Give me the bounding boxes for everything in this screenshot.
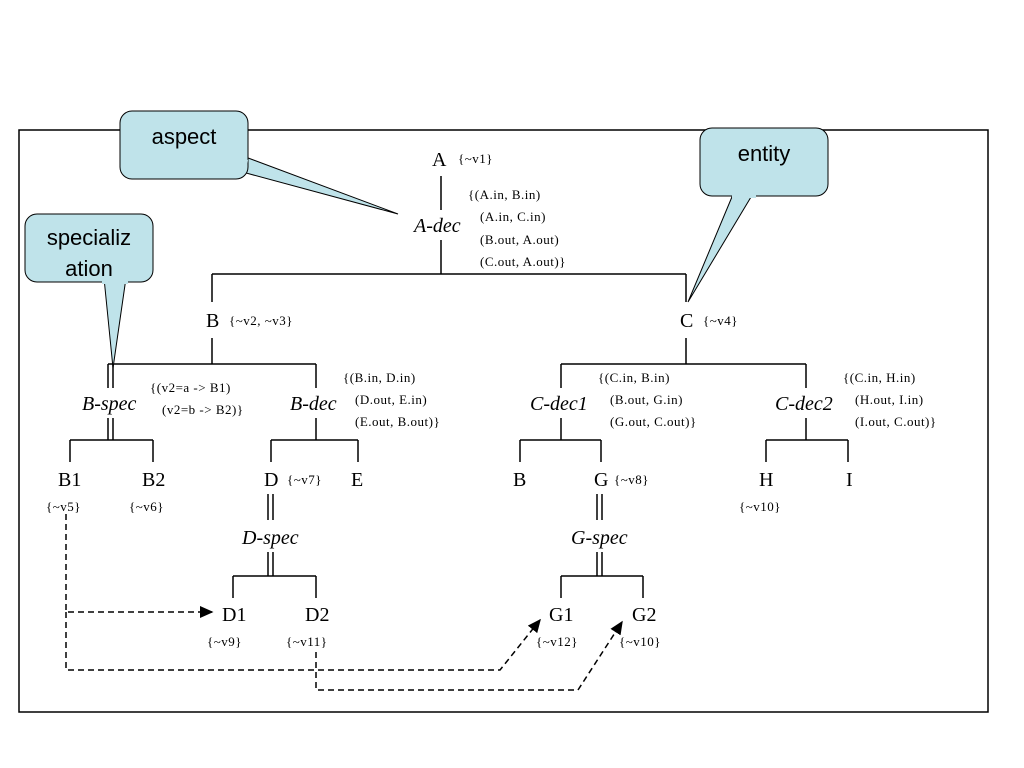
arrow-b1-to-d1 <box>65 514 214 618</box>
node-h-var: {~v10} <box>739 499 781 514</box>
callout-entity: entity <box>687 127 829 303</box>
c-dec1-coupling-2: (B.out, G.in) <box>610 392 683 407</box>
tree-lines <box>69 176 849 598</box>
node-b2-var: {~v6} <box>129 499 164 514</box>
node-b2: B2 <box>142 469 165 491</box>
node-b-var: {~v2, ~v3} <box>229 313 293 328</box>
callout-specialization-line2: ation <box>65 256 113 281</box>
node-g-spec: G-spec <box>571 527 628 549</box>
node-b: B <box>206 310 219 332</box>
node-a-var: {~v1} <box>458 151 493 166</box>
node-d1-var: {~v9} <box>207 634 242 649</box>
node-g2: G2 <box>632 604 656 626</box>
node-g1-var: {~v12} <box>536 634 578 649</box>
a-dec-coupling-4: (C.out, A.out)} <box>480 254 566 269</box>
c-dec2-coupling-1: {(C.in, H.in) <box>843 370 916 385</box>
node-d2-var: {~v11} <box>286 634 328 649</box>
node-b-spec: B-spec <box>82 393 137 415</box>
a-dec-coupling-1: {(A.in, B.in) <box>468 187 541 202</box>
b-dec-coupling-3: (E.out, B.out)} <box>355 414 440 429</box>
node-g: G <box>594 469 608 491</box>
node-g1: G1 <box>549 604 573 626</box>
node-b1: B1 <box>58 469 81 491</box>
node-b1-var: {~v5} <box>46 499 81 514</box>
callout-aspect-label: aspect <box>152 124 217 149</box>
node-g-var: {~v8} <box>614 472 649 487</box>
a-dec-coupling-2: (A.in, C.in) <box>480 209 546 224</box>
diagram-frame <box>18 129 989 713</box>
node-d: D <box>264 469 278 491</box>
b-dec-coupling-2: (D.out, E.in) <box>355 392 427 407</box>
c-dec2-coupling-2: (H.out, I.in) <box>855 392 924 407</box>
node-labels: A {~v1} A-dec {(A.in, B.in) (A.in, C.in)… <box>46 149 937 649</box>
b-dec-coupling-1: {(B.in, D.in) <box>343 370 416 385</box>
node-g2-var: {~v10} <box>619 634 661 649</box>
node-b-dec: B-dec <box>290 393 337 415</box>
callout-specialization: specializ ation <box>24 213 154 369</box>
node-h: H <box>759 469 773 491</box>
node-d1: D1 <box>222 604 246 626</box>
callout-specialization-line1: specializ <box>47 225 131 250</box>
node-d-spec: D-spec <box>241 527 299 549</box>
node-b-leaf: B <box>513 469 526 491</box>
b-spec-rule-2: (v2=b -> B2)} <box>162 402 244 417</box>
callout-entity-label: entity <box>738 141 791 166</box>
node-i: I <box>846 469 853 491</box>
c-dec1-coupling-1: {(C.in, B.in) <box>598 370 670 385</box>
arrow-b1-to-g1 <box>65 612 541 671</box>
dashed-arrows <box>65 514 623 691</box>
a-dec-coupling-3: (B.out, A.out) <box>480 232 559 247</box>
node-d2: D2 <box>305 604 329 626</box>
node-c-dec1: C-dec1 <box>530 393 588 415</box>
node-a: A <box>432 149 447 171</box>
node-d-var: {~v7} <box>287 472 322 487</box>
c-dec1-coupling-3: (G.out, C.out)} <box>610 414 697 429</box>
b-spec-rule-1: {(v2=a -> B1) <box>150 380 231 395</box>
node-c-dec2: C-dec2 <box>775 393 833 415</box>
arrow-d2-to-g2 <box>315 620 623 691</box>
node-e: E <box>351 469 363 491</box>
node-c: C <box>680 310 693 332</box>
c-dec2-coupling-3: (I.out, C.out)} <box>855 414 937 429</box>
node-c-var: {~v4} <box>703 313 738 328</box>
callout-aspect: aspect <box>119 110 399 215</box>
node-a-dec: A-dec <box>412 215 461 237</box>
